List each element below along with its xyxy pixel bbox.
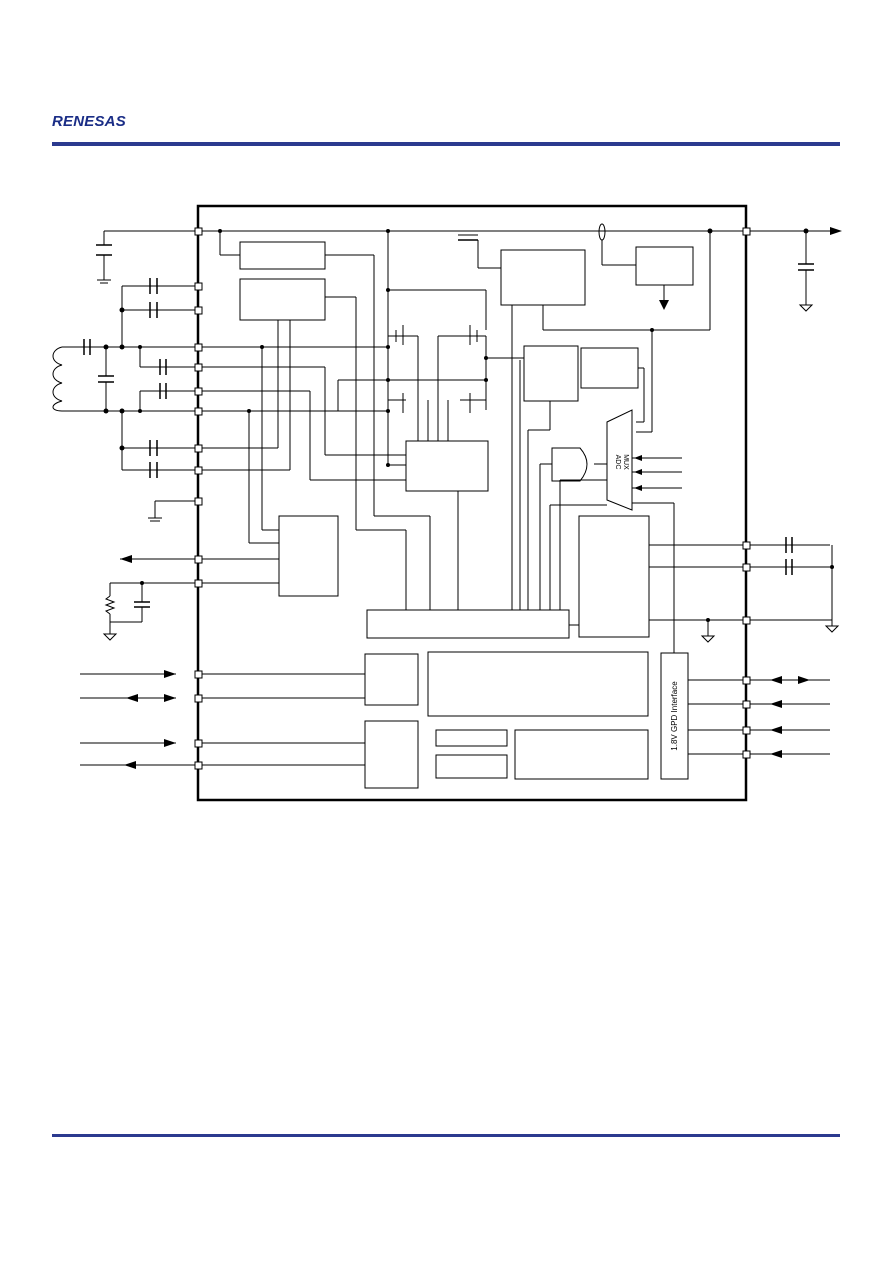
header-rule	[52, 142, 840, 146]
block-mid-1	[523, 345, 579, 402]
block-right-top	[635, 246, 694, 286]
logo-text: RENESAS	[52, 113, 126, 130]
adc-mux-label-2: MUX	[622, 454, 629, 470]
adc-mux	[606, 409, 633, 511]
block-small-2	[435, 754, 508, 779]
footer-rule	[52, 1134, 840, 1137]
adc-mux-label-1: ADC	[614, 455, 621, 470]
block-small-1	[435, 729, 508, 747]
junction-dots	[103, 228, 834, 622]
renesas-logo: RENESAS	[52, 113, 126, 130]
block-bus	[366, 609, 570, 639]
block-top-left-2	[239, 278, 326, 321]
block-driver	[405, 440, 489, 492]
block-large	[427, 651, 649, 717]
block-right-large	[578, 515, 650, 638]
block-large-2	[514, 729, 649, 780]
block-top-left-1	[239, 241, 326, 270]
pins	[194, 227, 751, 770]
block-io-2	[364, 720, 419, 789]
gate-symbol	[551, 447, 588, 482]
block-mid-2	[580, 347, 639, 389]
block-left-mid	[278, 515, 339, 597]
gpd-interface-label: 1.8V GPD Interface	[670, 681, 679, 751]
block-io-1	[364, 653, 419, 706]
block-regulator	[500, 249, 586, 306]
